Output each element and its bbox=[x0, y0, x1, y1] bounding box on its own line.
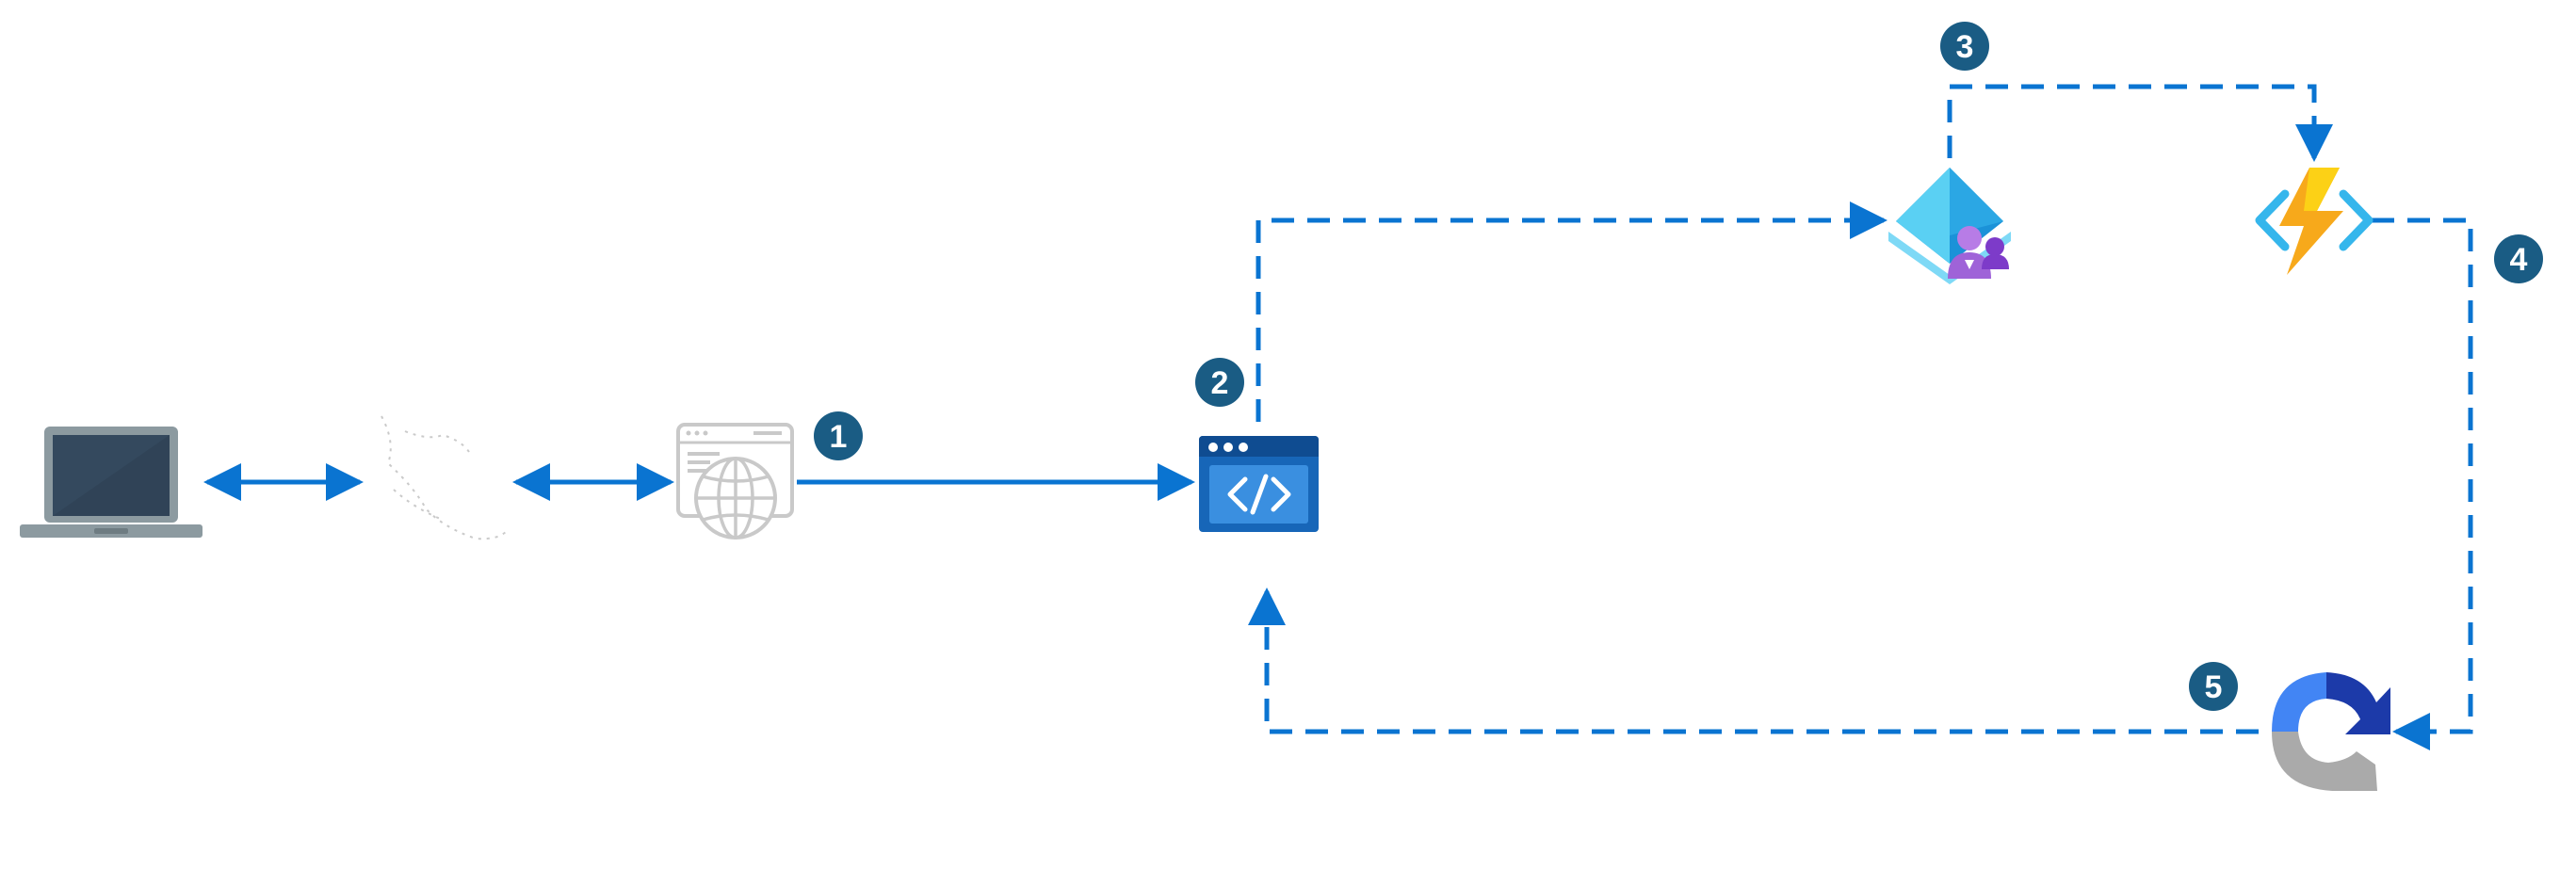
arrow-recaptcha-webapp bbox=[1248, 587, 2259, 734]
web-browser-globe-icon bbox=[676, 423, 794, 540]
step-badge-1: 1 bbox=[814, 411, 863, 460]
step-number-3: 3 bbox=[1956, 29, 1974, 65]
step-number-4: 4 bbox=[2510, 242, 2528, 278]
recaptcha-icon bbox=[2272, 672, 2390, 791]
entra-id-external-identities-icon bbox=[1888, 168, 2011, 284]
laptop-icon bbox=[20, 427, 203, 538]
arrow-function-recaptcha bbox=[2372, 218, 2473, 750]
azure-function-icon bbox=[2255, 168, 2373, 275]
step-badge-3: 3 bbox=[1940, 22, 1989, 71]
arrow-identity-function bbox=[1947, 84, 2333, 163]
step-number-2: 2 bbox=[1211, 365, 1229, 401]
step-badge-2: 2 bbox=[1195, 358, 1244, 407]
internet-cloud-icon bbox=[381, 415, 510, 540]
app-service-web-app-icon bbox=[1199, 436, 1319, 532]
step-badge-4: 4 bbox=[2494, 234, 2543, 283]
step-badge-5: 5 bbox=[2189, 662, 2238, 711]
arrow-webapp-identity bbox=[1256, 201, 1888, 422]
step-number-5: 5 bbox=[2205, 669, 2223, 705]
step-number-1: 1 bbox=[830, 419, 848, 455]
connectors bbox=[203, 84, 2473, 750]
